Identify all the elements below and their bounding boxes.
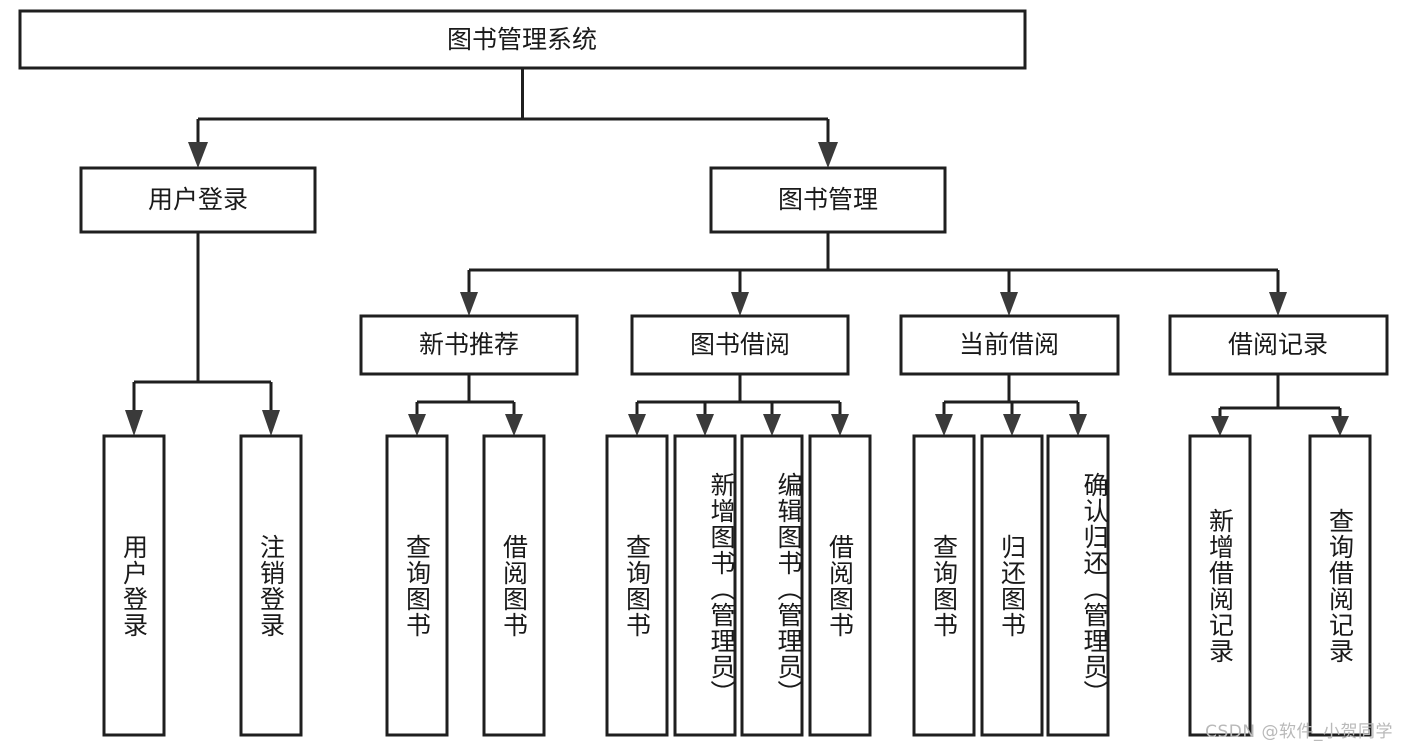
node-box-leaf-add-book[interactable] (673, 434, 737, 737)
node-label-new-book-recommend: 新书推荐 (419, 330, 519, 359)
node-box-leaf-add-record[interactable] (1188, 434, 1252, 737)
node-box-root[interactable] (18, 9, 1027, 70)
connector-group-root-to-level2 (188, 68, 838, 168)
node-label-book-borrow: 图书借阅 (690, 330, 790, 359)
arrow-head-new-book-recommend (460, 292, 478, 316)
arrow-head-leaf-user-login (125, 410, 143, 436)
node-label-root: 图书管理系统 (447, 25, 597, 54)
arrow-head-leaf-add-book (696, 414, 714, 436)
node-box-leaf-query-book-2[interactable] (605, 434, 669, 737)
node-label-current-borrow: 当前借阅 (959, 330, 1059, 359)
node-box-leaf-query-book-3[interactable] (912, 434, 976, 737)
node-box-leaf-edit-book[interactable] (740, 434, 804, 737)
node-label-borrow-records: 借阅记录 (1228, 330, 1328, 359)
connector-group-current-borrow-to-leaves (935, 374, 1087, 436)
arrow-head-leaf-add-record (1211, 416, 1229, 436)
arrow-head-leaf-query-record (1331, 416, 1349, 436)
arrow-head-book-management (818, 142, 838, 168)
node-box-book-management[interactable] (709, 166, 947, 234)
connector-group-borrow-records-to-leaves (1211, 374, 1349, 436)
node-box-new-book-recommend[interactable] (359, 314, 579, 376)
node-box-leaf-query-record[interactable] (1308, 434, 1372, 737)
node-box-user-login[interactable] (79, 166, 317, 234)
arrow-head-book-borrow (731, 292, 749, 316)
node-label-user-login: 用户登录 (148, 185, 248, 214)
arrow-head-leaf-edit-book (763, 414, 781, 436)
arrow-head-borrow-records (1269, 292, 1287, 316)
arrow-head-user-login (188, 142, 208, 168)
node-box-leaf-return-book[interactable] (980, 434, 1044, 737)
arrow-head-leaf-query-book-1 (408, 414, 426, 436)
node-box-leaf-borrow-book-1[interactable] (482, 434, 546, 737)
arrow-head-leaf-query-book-3 (935, 414, 953, 436)
node-box-borrow-records[interactable] (1168, 314, 1389, 376)
connector-group-book-borrow-to-leaves (628, 374, 849, 436)
node-box-current-borrow[interactable] (899, 314, 1120, 376)
connector-group-new-book-to-leaves (408, 374, 523, 436)
connector-group-book-management-to-level3 (460, 232, 1287, 316)
connector-group-user-login-to-leaves (125, 232, 280, 436)
arrow-head-leaf-confirm-return (1069, 414, 1087, 436)
arrow-head-leaf-return-book (1003, 414, 1021, 436)
node-label-book-management: 图书管理 (778, 185, 878, 214)
arrow-head-leaf-borrow-book-2 (831, 414, 849, 436)
arrow-head-leaf-logout (262, 410, 280, 436)
node-box-leaf-query-book-1[interactable] (385, 434, 449, 737)
arrow-head-current-borrow (1000, 292, 1018, 316)
node-box-leaf-confirm-return[interactable] (1046, 434, 1110, 737)
arrow-head-leaf-query-book-2 (628, 414, 646, 436)
node-box-leaf-user-login[interactable] (102, 434, 166, 737)
node-box-book-borrow[interactable] (630, 314, 850, 376)
arrow-head-leaf-borrow-book-1 (505, 414, 523, 436)
watermark-text: CSDN @软件_小贺同学 (1205, 722, 1393, 742)
node-box-leaf-logout[interactable] (239, 434, 303, 737)
node-box-leaf-borrow-book-2[interactable] (808, 434, 872, 737)
